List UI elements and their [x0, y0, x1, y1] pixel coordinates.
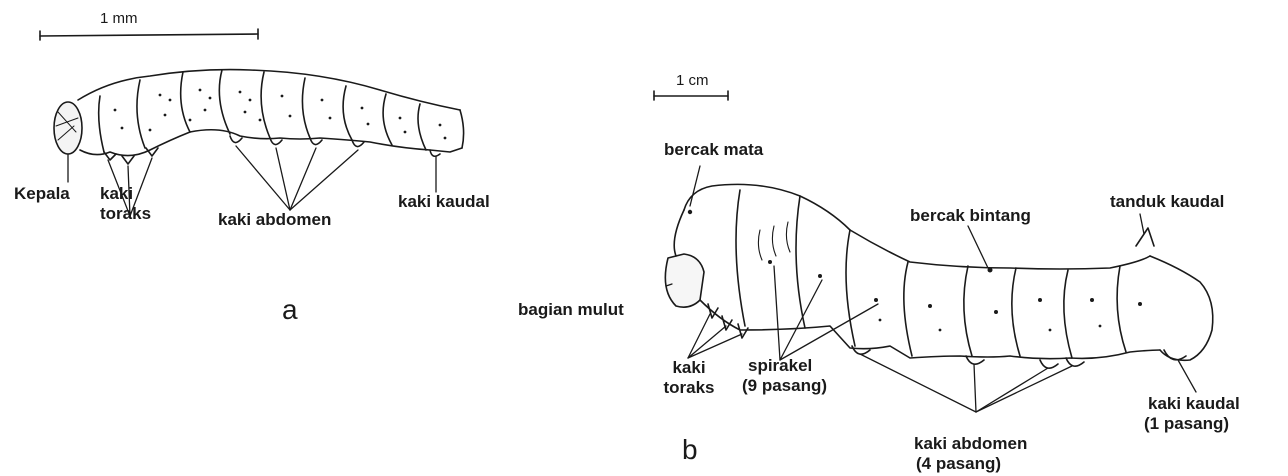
- label-kaki-toraks-b-line1: kaki: [664, 358, 714, 377]
- label-kaki-toraks-a-line1: kaki: [100, 184, 133, 203]
- label-kaki-abdomen-a: kaki abdomen: [218, 210, 331, 229]
- scale-bar-b: [654, 91, 728, 100]
- label-kaki-kaudal-b-line1: kaki kaudal: [1148, 394, 1240, 413]
- scale-label-b: 1 cm: [676, 72, 709, 89]
- label-spirakel-line2: (9 pasang): [742, 376, 827, 395]
- label-kaki-abdomen-b-line1: kaki abdomen: [914, 434, 1027, 453]
- larva-b-texture: [688, 210, 1142, 332]
- panel-label-a: a: [282, 294, 298, 326]
- larva-a-body: [54, 70, 464, 164]
- label-kaki-toraks-a-line2: toraks: [100, 204, 151, 223]
- label-bercak-bintang: bercak bintang: [910, 206, 1031, 225]
- label-spirakel-line1: spirakel: [748, 356, 812, 375]
- label-kaki-kaudal-b-line2: (1 pasang): [1144, 414, 1229, 433]
- larva-a-texture: [114, 89, 447, 140]
- scale-label-a: 1 mm: [100, 10, 138, 27]
- label-tanduk-kaudal: tanduk kaudal: [1110, 192, 1224, 211]
- label-kaki-kaudal-a: kaki kaudal: [398, 192, 490, 211]
- scale-bar-a: [40, 29, 258, 40]
- label-kaki-abdomen-b-line2: (4 pasang): [916, 454, 1001, 473]
- label-bercak-mata: bercak mata: [664, 140, 763, 159]
- label-bagian-mulut: bagian mulut: [518, 300, 624, 319]
- panel-label-b: b: [682, 434, 698, 466]
- label-kepala: Kepala: [14, 184, 70, 203]
- label-kaki-toraks-b-line2: toraks: [656, 378, 722, 397]
